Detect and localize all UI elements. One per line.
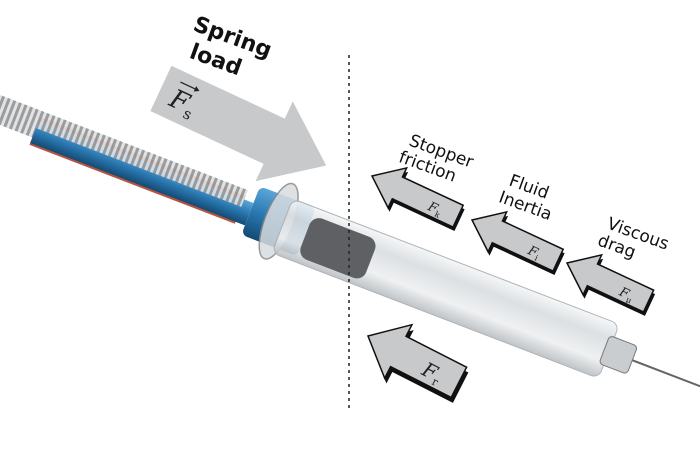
viscous-drag-arrow: Fμ — [565, 253, 656, 316]
vector-arrow-icon — [180, 81, 200, 92]
needle — [631, 359, 700, 397]
viscous-drag-label: Viscousdrag — [595, 213, 672, 273]
fluid-inertia-arrow: Fi — [470, 210, 565, 276]
resultant-force-arrow: Fr — [366, 323, 469, 403]
spring-load-arrow: Fs — [147, 63, 330, 184]
syringe-assembly — [0, 82, 700, 397]
stopper-friction-arrow: Fk — [370, 166, 465, 232]
stopper — [300, 218, 376, 279]
